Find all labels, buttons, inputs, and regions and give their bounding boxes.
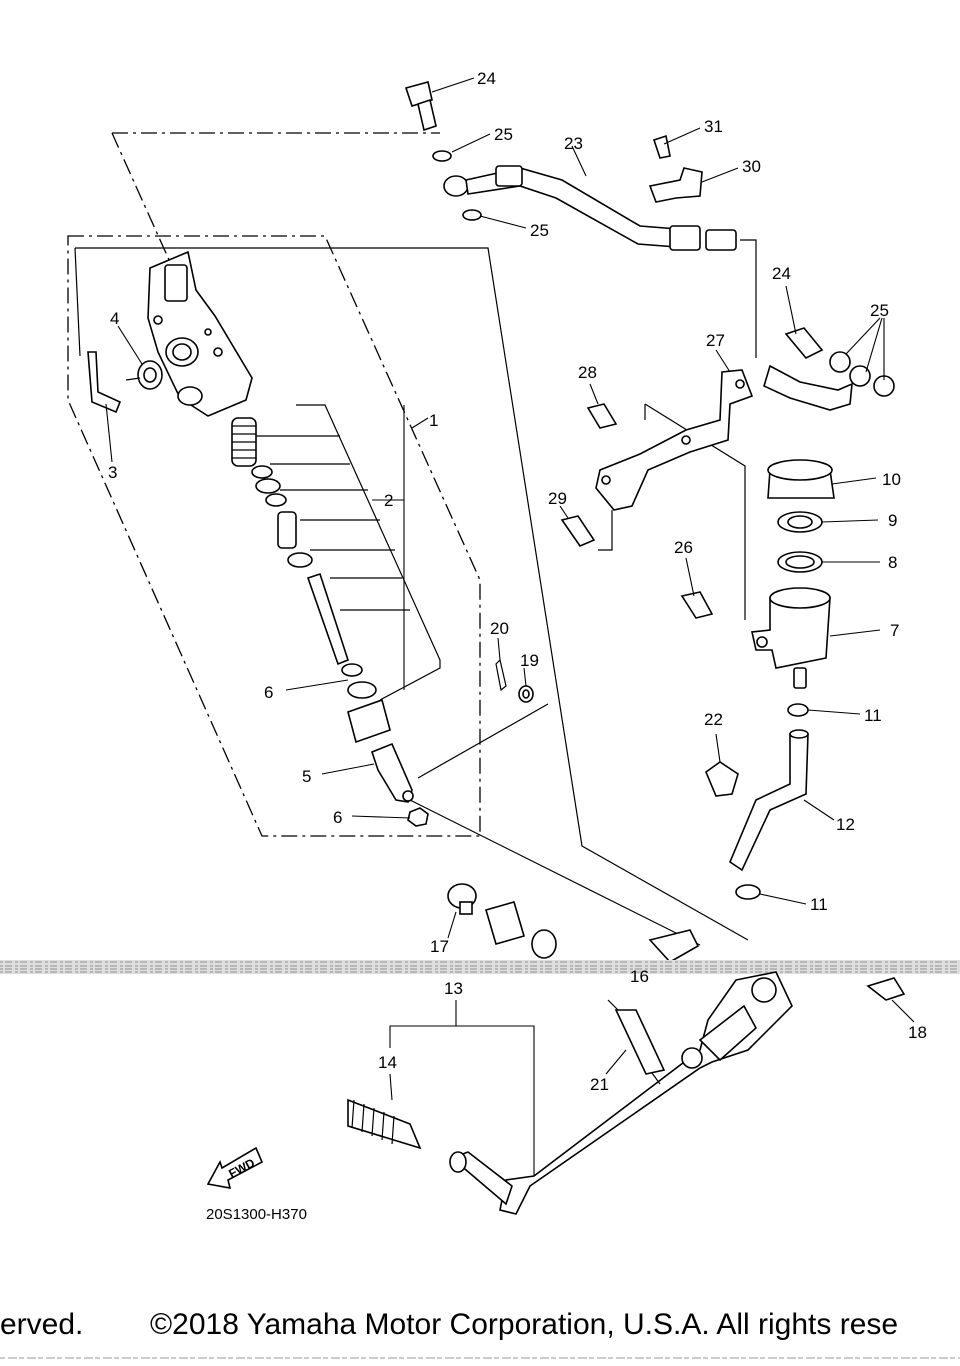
bolt-part-17 [447, 883, 477, 915]
callout-6b: 6 [333, 808, 342, 827]
master-cylinder-body [147, 250, 253, 417]
brake-hose-part-23 [443, 165, 737, 251]
pedal-rubber-part-14 [347, 1098, 422, 1150]
leader-lines [105, 77, 915, 1176]
callout-20: 20 [490, 619, 509, 638]
callout-labels: 1 2 3 4 5 6 6 7 8 9 10 11 11 12 13 14 16… [108, 69, 927, 1094]
grommet-part-4 [125, 360, 163, 390]
callout-10: 10 [882, 470, 901, 489]
callout-4: 4 [110, 309, 119, 328]
hose-end-lower [763, 364, 853, 411]
clamp-part-11-top [787, 703, 809, 717]
bolt-part-31 [652, 134, 671, 159]
pedal-bracket [648, 929, 700, 964]
plate-part-8 [777, 551, 823, 573]
washers-part-25-lower [829, 351, 895, 397]
callout-29: 29 [548, 489, 567, 508]
callout-22: 22 [704, 710, 723, 729]
callout-13: 13 [444, 979, 463, 998]
cotter-pin-part-20 [495, 658, 507, 692]
washers-part-25-top [432, 150, 482, 221]
cylinder-kit-part-2 [231, 404, 441, 744]
callout-12: 12 [836, 815, 855, 834]
callout-14: 14 [378, 1053, 397, 1072]
callout-7: 7 [890, 621, 899, 640]
callout-25b: 25 [530, 221, 549, 240]
bolt-part-18 [866, 977, 906, 1001]
washer-part-19 [518, 685, 534, 703]
nut-part-6 [407, 807, 429, 827]
bracket-part-27 [595, 369, 754, 511]
pedal-shaft [449, 1151, 513, 1206]
diagram-code: 20S1300-H370 [206, 1206, 307, 1223]
callout-25a: 25 [494, 125, 513, 144]
scan-artifact-band [0, 960, 960, 974]
bolt-part-28 [586, 403, 618, 429]
callout-16: 16 [630, 967, 649, 986]
callout-21: 21 [590, 1075, 609, 1094]
bolt-part-26 [680, 591, 714, 619]
union-bolt-part-24-top [404, 81, 437, 132]
callout-28: 28 [578, 363, 597, 382]
callout-31: 31 [704, 117, 723, 136]
callout-24a: 24 [477, 69, 496, 88]
reservoir-part-7 [751, 587, 831, 689]
callout-9: 9 [888, 511, 897, 530]
reservoir-cap-part-10 [767, 459, 835, 499]
bushing-part-15 [485, 901, 525, 945]
union-bolt-part-24-lower [784, 327, 824, 359]
diaphragm-part-9 [777, 511, 823, 533]
clamp-part-22 [705, 761, 739, 797]
callout-24b: 24 [772, 264, 791, 283]
callout-27: 27 [706, 331, 725, 350]
assembly-outline [67, 132, 481, 837]
bracket-part-30 [648, 167, 703, 203]
callout-30: 30 [742, 157, 761, 176]
hose-part-12 [729, 729, 809, 872]
clevis-part-5 [371, 742, 414, 803]
copyright-footer: erved. ©2018 Yamaha Motor Corporation, U… [0, 1308, 898, 1341]
callout-3: 3 [108, 463, 117, 482]
callout-5: 5 [302, 767, 311, 786]
callout-6a: 6 [264, 683, 273, 702]
callout-25c: 25 [870, 301, 889, 320]
callout-2: 2 [384, 491, 393, 510]
callout-19: 19 [520, 651, 539, 670]
bolt-part-29 [560, 515, 596, 547]
callout-1: 1 [429, 411, 438, 430]
callout-8: 8 [888, 553, 897, 572]
clamp-part-11-bottom [735, 884, 761, 900]
brake-pedal-part-13 [499, 971, 793, 1215]
washer-part-16 [531, 929, 557, 959]
pin-part-3 [87, 351, 122, 414]
fwd-arrow-icon: FWD [206, 1146, 264, 1190]
callout-18: 18 [908, 1023, 927, 1042]
callout-17: 17 [430, 937, 449, 956]
routing-lines [74, 239, 757, 946]
callout-23: 23 [564, 134, 583, 153]
callout-11a: 11 [864, 706, 882, 725]
spring-part-21 [607, 999, 666, 1085]
callout-11b: 11 [810, 895, 828, 914]
callout-26: 26 [674, 538, 693, 557]
